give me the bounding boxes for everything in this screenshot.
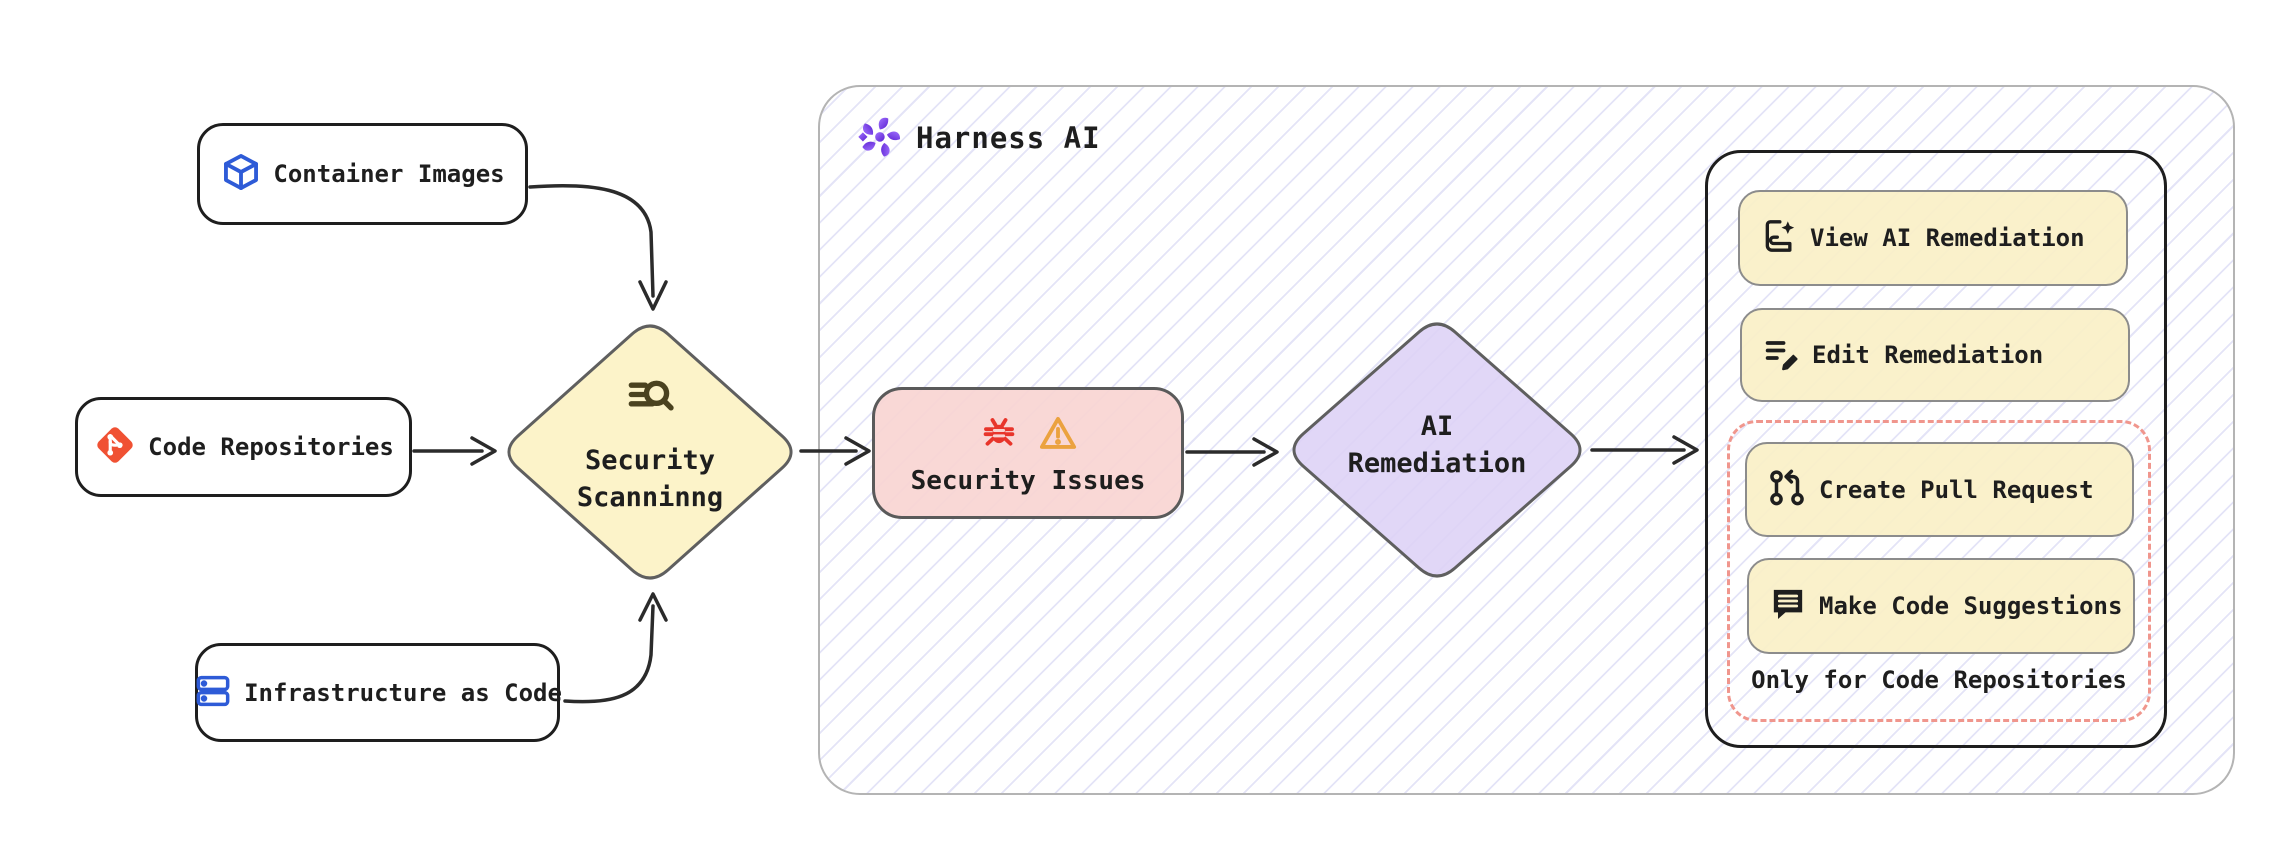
node-container-images: Container Images bbox=[197, 123, 528, 225]
cube-icon bbox=[220, 151, 262, 197]
warning-icon bbox=[1036, 411, 1080, 459]
node-infrastructure-as-code: Infrastructure as Code bbox=[193, 643, 562, 742]
ai-remediation-label: AI Remediation bbox=[1347, 411, 1527, 479]
arrow-iac-to-scanning bbox=[563, 604, 655, 704]
server-stack-icon bbox=[193, 671, 233, 715]
edit-remediation-button: Edit Remediation bbox=[1740, 308, 2130, 402]
harness-logo-icon bbox=[856, 113, 902, 163]
remediation-actions-container bbox=[1705, 150, 2167, 748]
edit-list-icon bbox=[1761, 333, 1801, 377]
action-label: Edit Remediation bbox=[1812, 341, 2044, 369]
code-repos-only-group bbox=[1727, 420, 2151, 722]
book-sparkle-icon bbox=[1759, 216, 1799, 260]
pull-request-icon bbox=[1766, 467, 1808, 513]
security-issues-label: Security Issues bbox=[910, 466, 1146, 496]
action-label: View AI Remediation bbox=[1810, 224, 2085, 252]
node-code-repositories: Code Repositories bbox=[75, 397, 412, 497]
bug-icon bbox=[976, 410, 1022, 460]
view-ai-remediation-button: View AI Remediation bbox=[1738, 190, 2128, 286]
node-label: Code Repositories bbox=[148, 433, 394, 461]
node-label: Infrastructure as Code bbox=[244, 678, 562, 707]
scan-search-icon bbox=[598, 368, 702, 428]
make-code-suggestions-button: Make Code Suggestions bbox=[1747, 558, 2135, 654]
code-suggestion-icon bbox=[1768, 584, 1808, 628]
only-for-code-repositories-note: Only for Code Repositories bbox=[1751, 666, 2127, 694]
action-label: Create Pull Request bbox=[1819, 475, 2094, 504]
git-icon bbox=[93, 423, 137, 471]
harness-ai-title: Harness AI bbox=[916, 121, 1101, 155]
node-security-issues: Security Issues bbox=[872, 387, 1184, 519]
arrow-container-images-to-scanning bbox=[528, 183, 655, 298]
security-scanning-label: Security Scanninng bbox=[576, 445, 724, 513]
create-pull-request-button: Create Pull Request bbox=[1745, 442, 2134, 537]
action-label: Make Code Suggestions bbox=[1819, 592, 2123, 620]
node-label: Container Images bbox=[273, 160, 505, 188]
harness-ai-header: Harness AI bbox=[856, 110, 1101, 166]
